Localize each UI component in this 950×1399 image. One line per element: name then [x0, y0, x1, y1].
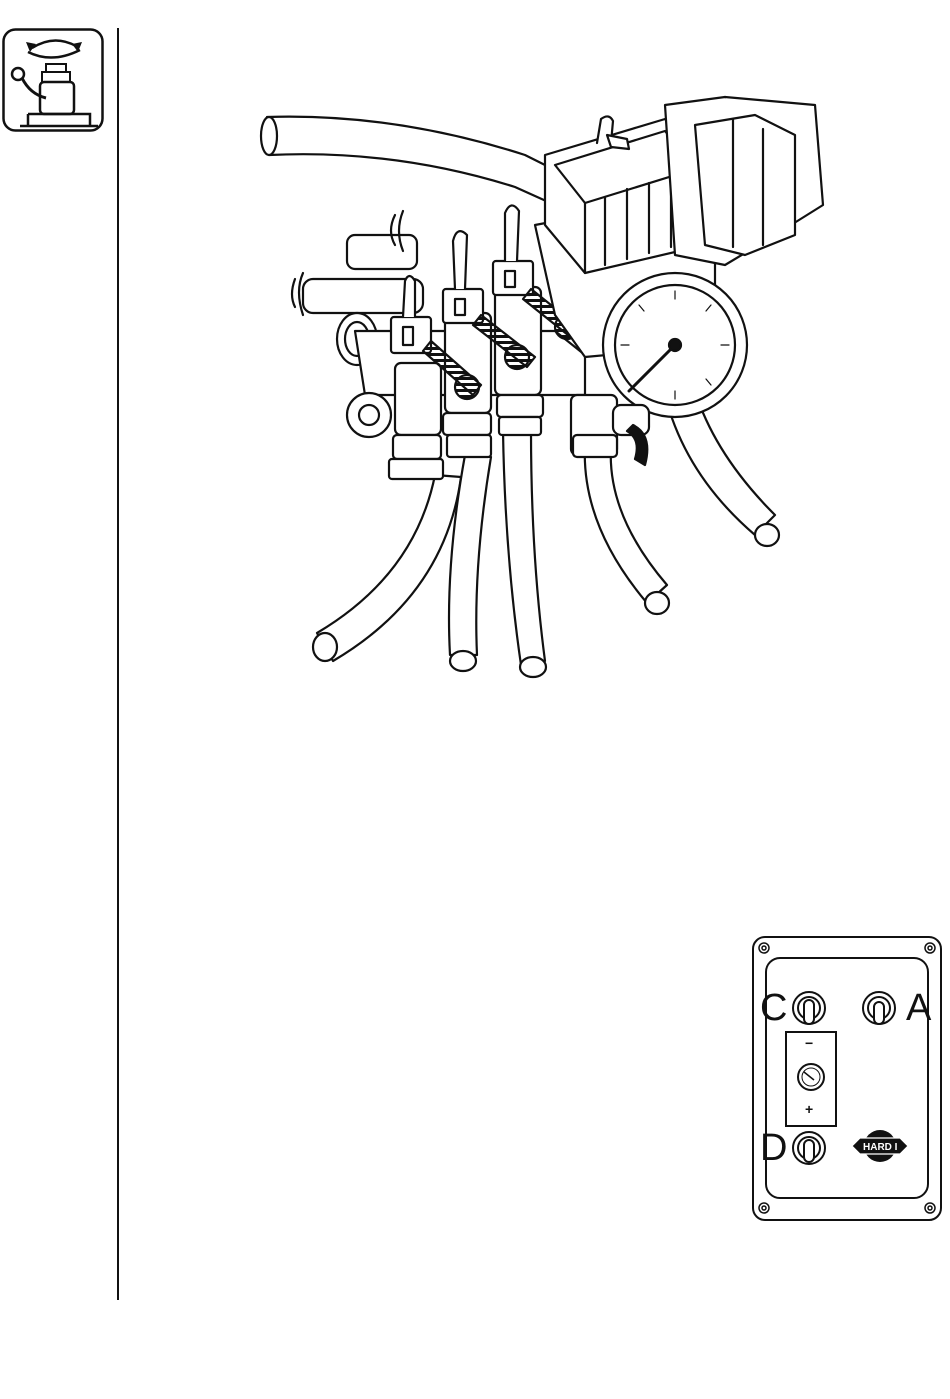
toggle-switch-c	[793, 992, 825, 1024]
control-box-panel: C A D − + HARD I	[752, 936, 942, 1221]
gauge-minus-label: −	[805, 1035, 813, 1051]
toggle-switch-d	[793, 1132, 825, 1164]
brand-logo-text: HARD I	[863, 1142, 898, 1153]
rotate-adjust-valve-icon	[2, 28, 104, 132]
switch-label-c: C	[760, 987, 787, 1029]
toggle-switch-a	[863, 992, 895, 1024]
switch-label-d: D	[760, 1127, 787, 1169]
switch-label-a: A	[906, 987, 932, 1029]
margin-rule	[117, 28, 119, 1300]
gauge-plus-label: +	[805, 1101, 813, 1117]
spray-control-valve-assembly	[255, 95, 835, 685]
